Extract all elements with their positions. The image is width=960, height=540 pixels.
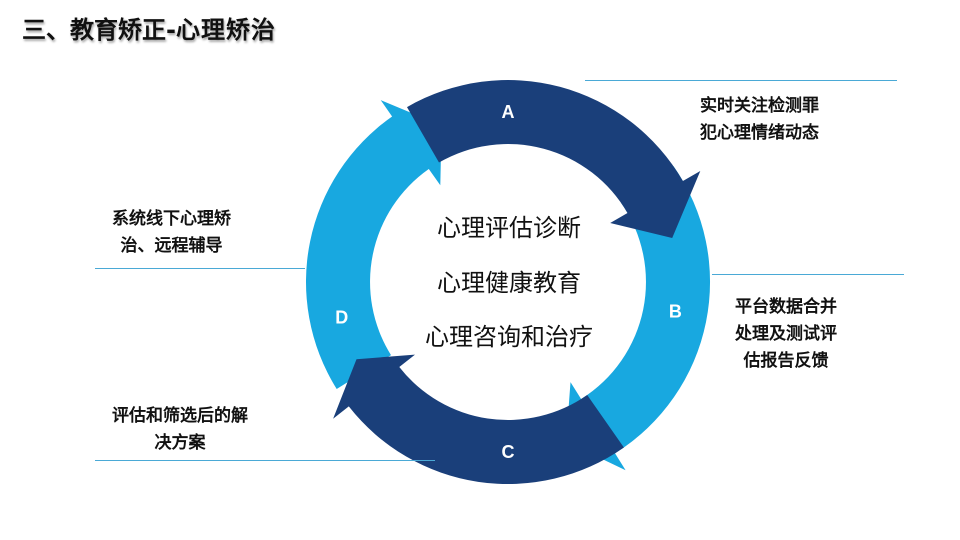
cycle-label-c: C — [502, 442, 515, 462]
slide-title-main: 三、教育矫正- — [22, 16, 176, 44]
cycle-arrow-a — [407, 80, 701, 238]
note-d-line-1: 系统线下心理矫 — [112, 209, 231, 229]
slide-title: 三、教育矫正-心理矫治 — [22, 10, 276, 45]
cycle-arrow-d — [305, 100, 442, 389]
note-b-line-1: 平台数据合并 — [735, 297, 837, 317]
note-d-rule — [95, 268, 305, 269]
cycle-arrow-b — [566, 166, 711, 471]
center-line-2: 心理健康教育 — [437, 269, 581, 297]
cycle-label-b: B — [669, 302, 682, 322]
center-line-3: 心理咨询和治疗 — [425, 323, 593, 351]
note-c: 评估和筛选后的解 决方案 — [112, 403, 248, 457]
note-a: 实时关注检测罪 犯心理情绪动态 — [700, 93, 819, 147]
cycle-label-d: D — [335, 307, 348, 327]
note-c-line-2: 决方案 — [154, 433, 206, 453]
cycle-label-a: A — [502, 102, 515, 122]
note-b-line-3: 估报告反馈 — [743, 351, 829, 371]
center-line-1: 心理评估诊断 — [437, 214, 581, 242]
note-c-rule — [95, 460, 435, 461]
note-d-line-2: 治、远程辅导 — [120, 236, 223, 256]
note-b: 平台数据合并 处理及测试评 估报告反馈 — [735, 294, 837, 375]
note-c-line-1: 评估和筛选后的解 — [112, 406, 248, 426]
note-d: 系统线下心理矫 治、远程辅导 — [112, 206, 231, 260]
note-a-line-1: 实时关注检测罪 — [700, 96, 819, 116]
note-b-line-2: 处理及测试评 — [735, 324, 837, 344]
note-a-rule — [585, 80, 897, 81]
cycle-arrow-c — [333, 354, 624, 485]
note-b-rule — [712, 274, 904, 275]
note-a-line-2: 犯心理情绪动态 — [700, 123, 819, 143]
slide-title-sub: 心理矫治 — [175, 15, 276, 44]
